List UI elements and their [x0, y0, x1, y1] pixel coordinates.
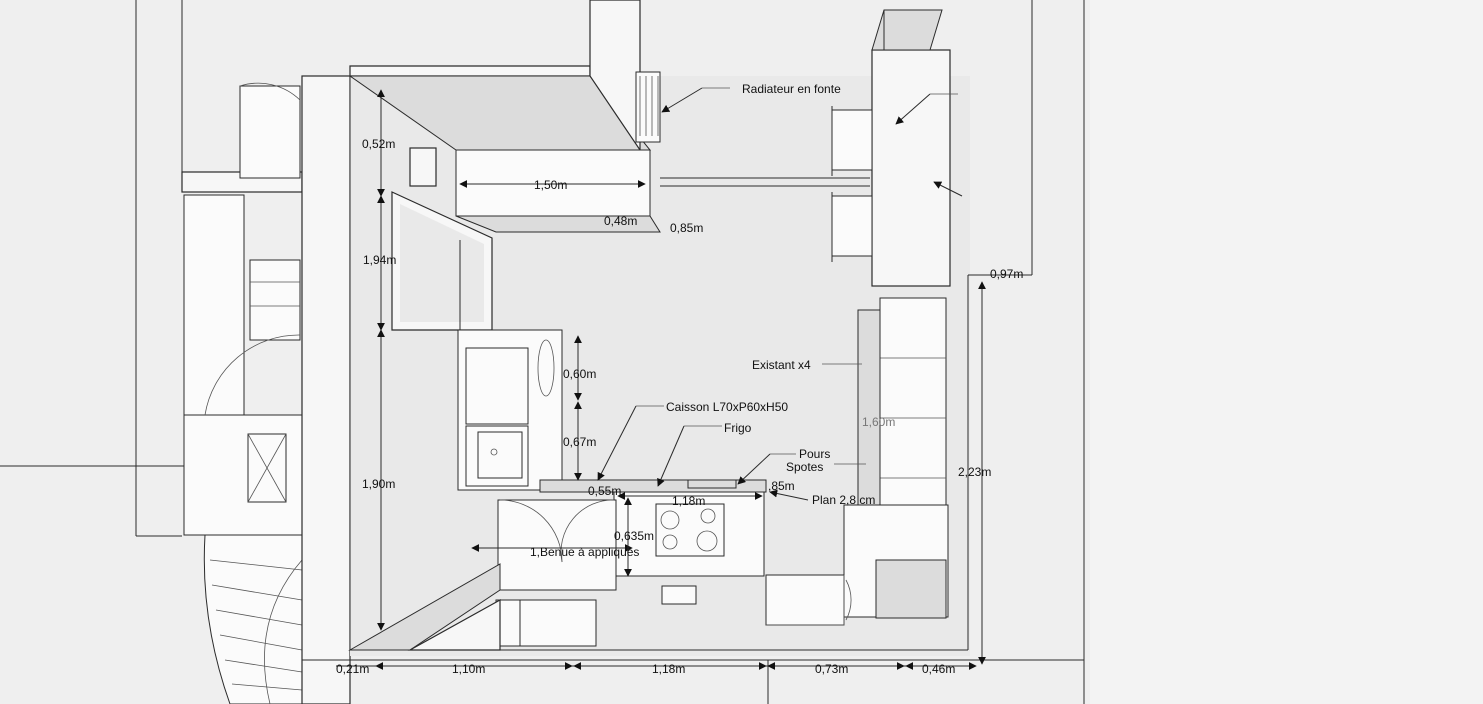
label-sconces: 1,Benue à appliques [530, 545, 639, 559]
dim-085a: 0,85m [670, 221, 703, 235]
dim-085b: ,85m [768, 479, 795, 493]
dim-046: 0,46m [922, 662, 955, 676]
dim-048: 0,48m [604, 214, 637, 228]
dimension-lines [336, 89, 986, 670]
dim-052: 0,52m [362, 137, 395, 151]
bottom-platform [348, 563, 597, 651]
label-spots-1: Pours [799, 447, 830, 461]
dim-021: 0,21m [336, 662, 369, 676]
dim-190: 1,90m [362, 477, 395, 491]
dim-150: 1,50m [534, 178, 567, 192]
dining-table [831, 9, 951, 287]
leader-lines [597, 87, 963, 501]
dimension-labels: 0,52m 1,50m 0,48m 0,85m 0,97m 1,94m 0,60… [336, 137, 1023, 676]
annotation-labels: Radiateur en fonte Existant x4 Caisson L… [530, 82, 875, 559]
appliance-column [457, 329, 563, 491]
left-stair-area [181, 82, 303, 704]
label-fridge: Frigo [724, 421, 752, 435]
dim-223: 2,23m [958, 465, 991, 479]
label-spots-2: Spotes [786, 460, 823, 474]
dim-118b: 1,18m [652, 662, 685, 676]
dim-194: 1,94m [363, 253, 396, 267]
worktop [539, 479, 767, 605]
right-margin [1090, 0, 1483, 704]
label-existing: Existant x4 [752, 358, 811, 372]
dim-118a: 1,18m [672, 494, 705, 508]
outer-frame-lines [0, 0, 1085, 704]
dim-055: 0,55m [588, 484, 621, 498]
dim-060: 0,60m [563, 367, 596, 381]
radiator [635, 71, 661, 143]
dim-110: 1,10m [452, 662, 485, 676]
dim-160: 1,60m [862, 415, 895, 429]
label-cabinet: Caisson L70xP60xH50 [666, 400, 788, 414]
dim-067: 0,67m [563, 435, 596, 449]
dim-073: 0,73m [815, 662, 848, 676]
label-radiator: Radiateur en fonte [742, 82, 841, 96]
label-worktop: Plan 2,8 cm [812, 493, 875, 507]
existing-cabinets [843, 297, 949, 619]
dim-097: 0,97m [990, 267, 1023, 281]
dim-0635: 0,635m [614, 529, 654, 543]
